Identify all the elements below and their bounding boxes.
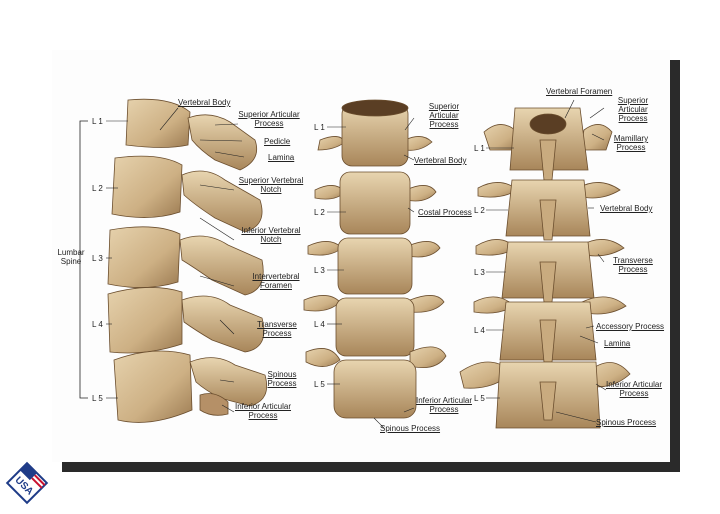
mid-level-l3: L 3: [314, 266, 325, 275]
left-inferior-vertebral-notch-label: Inferior Vertebral Notch: [241, 226, 301, 244]
right-accessory-process-label: Accessory Process: [596, 322, 665, 331]
right-level-l2: L 2: [474, 206, 485, 215]
left-level-l1: L 1: [92, 117, 103, 126]
left-spinous-process-label: Spinous Process: [267, 370, 297, 388]
right-vertebral-body-label: Vertebral Body: [600, 204, 653, 213]
mid-costal-process-label: Costal Process: [418, 208, 472, 217]
right-lamina-label: Lamina: [604, 339, 631, 348]
mid-level-l2: L 2: [314, 208, 325, 217]
mid-spinous-process-label: Spinous Process: [380, 424, 441, 433]
left-intervertebral-foramen-label: Intervertebral Foramen: [252, 272, 300, 290]
right-inferior-articular-process-label: Inferior Articular Process: [605, 380, 663, 398]
mid-vertebral-body-label: Vertebral Body: [414, 156, 467, 165]
left-inferior-articular-process-label: Inferior Articular Process: [234, 402, 292, 420]
right-level-l3: L 3: [474, 268, 485, 277]
left-transverse-process-label: Transverse Process: [257, 320, 297, 338]
left-level-l5: L 5: [92, 394, 103, 403]
right-vertebral-foramen-label: Vertebral Foramen: [546, 87, 613, 96]
mid-level-l5: L 5: [314, 380, 325, 389]
right-superior-articular-process-label: Superior Articular Process: [617, 96, 649, 123]
anterior-view: [303, 99, 447, 419]
lateral-view: [79, 98, 268, 423]
mid-level-l4: L 4: [314, 320, 325, 329]
left-pedicle-label: Pedicle: [264, 137, 291, 146]
left-level-l2: L 2: [92, 184, 103, 193]
right-spinous-process-label: Spinous Process: [596, 418, 657, 427]
left-level-l3: L 3: [92, 254, 103, 263]
left-superior-vertebral-notch-label: Superior Vertebral Notch: [238, 176, 304, 194]
mid-inferior-articular-process-label: Inferior Articular Process: [415, 396, 473, 414]
posterior-view: [459, 107, 631, 429]
right-level-l5: L 5: [474, 394, 485, 403]
leader-lines: [106, 99, 607, 429]
right-mamillary-process-label: Mamillary Process: [613, 134, 649, 152]
left-level-l4: L 4: [92, 320, 103, 329]
right-level-l4: L 4: [474, 326, 485, 335]
right-level-l1: L 1: [474, 144, 485, 153]
left-vertebral-body-label: Vertebral Body: [178, 98, 231, 107]
mid-level-l1: L 1: [314, 123, 325, 132]
right-transverse-process-label: Transverse Process: [613, 256, 653, 274]
left-lamina-label: Lamina: [268, 153, 295, 162]
made-in-usa-badge-icon: USA: [5, 461, 49, 505]
left-superior-articular-process-label: Superior Articular Process: [238, 110, 300, 128]
lumbar-spine-label: Lumbar Spine: [57, 248, 85, 266]
mid-superior-articular-process-label: Superior Articular Process: [428, 102, 460, 129]
